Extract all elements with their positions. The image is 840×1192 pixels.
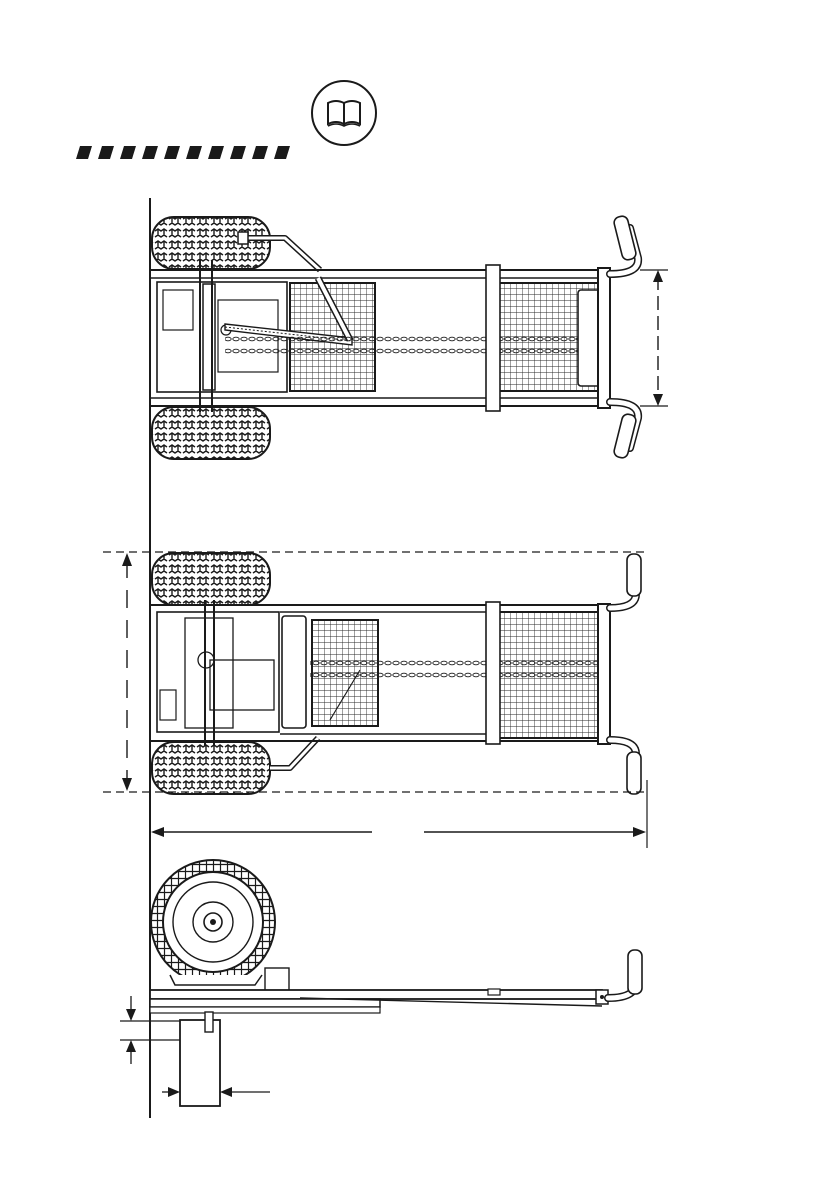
wheel — [152, 742, 270, 794]
support-foot — [180, 1020, 220, 1106]
chain — [225, 336, 600, 342]
warning-stripe-segment — [76, 146, 92, 159]
warning-stripe-segment — [186, 146, 202, 159]
frame — [150, 990, 602, 999]
top-view-extended — [103, 552, 647, 848]
warning-stripe-segment — [208, 146, 224, 159]
wheel — [152, 553, 270, 605]
wheel — [152, 407, 270, 459]
warning-stripe-segment — [142, 146, 158, 159]
warning-stripe-segment — [164, 146, 180, 159]
top-view-folded — [150, 215, 668, 459]
warning-stripe-bar — [76, 146, 290, 159]
chain — [310, 660, 600, 666]
chain — [310, 672, 600, 678]
warning-stripe-segment — [230, 146, 246, 159]
warning-stripe-segment — [98, 146, 114, 159]
chain — [225, 348, 600, 354]
open-book-icon — [312, 81, 376, 145]
side-view — [120, 860, 642, 1106]
warning-stripe-segment — [120, 146, 136, 159]
wheel-side — [151, 860, 275, 984]
header — [76, 81, 376, 159]
engine — [157, 612, 279, 732]
width-dimension — [122, 553, 132, 791]
width-dimension — [640, 270, 668, 406]
warning-stripe-segment — [252, 146, 268, 159]
warning-stripe-segment — [274, 146, 290, 159]
